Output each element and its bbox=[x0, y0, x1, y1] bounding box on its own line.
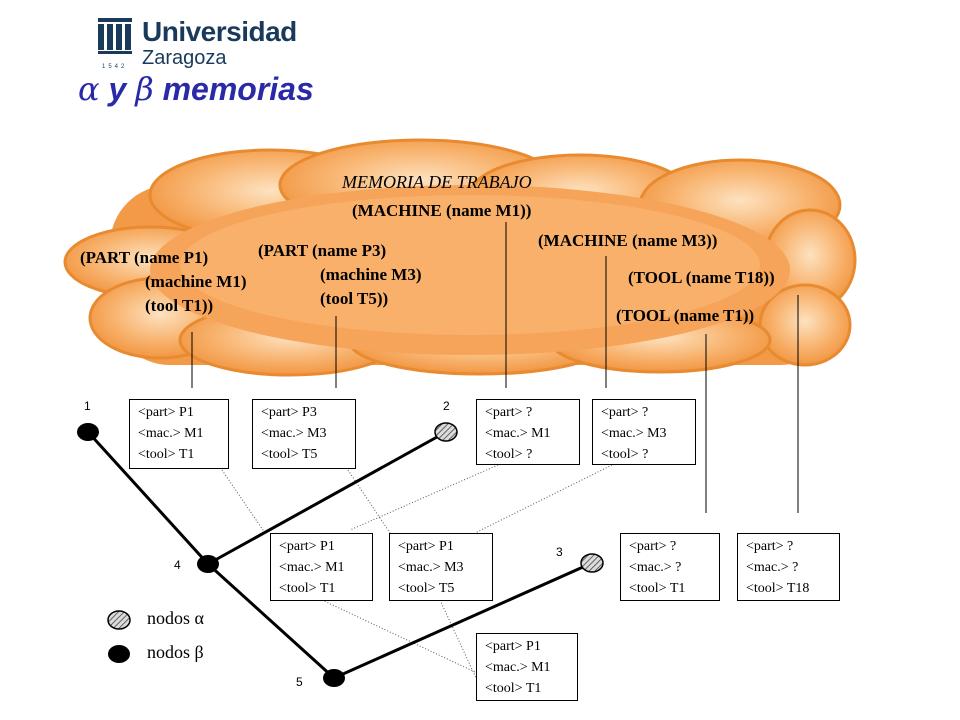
memory-box-mid-t18: <part> ? <mac.> ? <tool> T18 bbox=[737, 533, 840, 601]
box-line: <part> ? bbox=[746, 539, 794, 554]
box-line: <part> ? bbox=[601, 405, 649, 420]
box-line: <part> P1 bbox=[279, 539, 335, 554]
wme-part-p1-line2: (machine M1) bbox=[145, 272, 247, 291]
title-y: y bbox=[108, 71, 127, 107]
box-line: <tool> T1 bbox=[629, 581, 686, 596]
legend-beta-label: nodos β bbox=[147, 642, 204, 662]
box-line: <mac.> M1 bbox=[138, 426, 204, 441]
wme-part-p1-line1: (PART (name P1) bbox=[80, 248, 209, 267]
cloud-title: MEMORIA DE TRABAJO bbox=[342, 172, 532, 192]
logo-name: Universidad bbox=[142, 16, 297, 47]
title-beta: β bbox=[135, 70, 154, 108]
wme-part-p1-line3: (tool T1)) bbox=[145, 296, 214, 315]
box-line: <part> P1 bbox=[398, 539, 454, 554]
legend-beta-symbol bbox=[108, 645, 130, 663]
box-line: <part> P1 bbox=[485, 639, 541, 654]
wme-machine-m1: (MACHINE (name M1)) bbox=[352, 201, 532, 220]
memory-box-top-p1: <part> P1 <mac.> M1 <tool> T1 bbox=[129, 399, 229, 469]
alpha-node-2 bbox=[434, 422, 458, 442]
beta-node-1 bbox=[77, 423, 99, 441]
memory-box-mid-p1: <part> P1 <mac.> M1 <tool> T1 bbox=[270, 533, 373, 601]
box-line: <tool> T1 bbox=[485, 681, 542, 696]
legend-alpha-symbol bbox=[107, 610, 131, 630]
title-rest: memorias bbox=[162, 71, 314, 107]
box-line: <mac.> M3 bbox=[398, 560, 464, 575]
legend-alpha-label: nodos α bbox=[147, 608, 204, 628]
beta-node-4 bbox=[197, 555, 219, 573]
title-alpha: α bbox=[78, 70, 100, 108]
box-line: <tool> T1 bbox=[279, 581, 336, 596]
box-line: <mac.> M1 bbox=[279, 560, 345, 575]
box-line: <part> ? bbox=[485, 405, 533, 420]
node-number-2: 2 bbox=[443, 399, 450, 413]
node-number-3: 3 bbox=[556, 545, 563, 559]
box-line: <mac.> M3 bbox=[261, 426, 327, 441]
box-line: <tool> ? bbox=[485, 447, 533, 462]
memory-box-top-m3: <part> ? <mac.> M3 <tool> ? bbox=[592, 399, 696, 465]
wme-tool-t1: (TOOL (name T1)) bbox=[616, 306, 755, 325]
wme-part-p3-line2: (machine M3) bbox=[320, 265, 422, 284]
wme-machine-m3: (MACHINE (name M3)) bbox=[538, 231, 718, 250]
wme-tool-t18: (TOOL (name T18)) bbox=[628, 268, 775, 287]
box-line: <tool> T1 bbox=[138, 447, 195, 462]
box-line: <mac.> M3 bbox=[601, 426, 667, 441]
box-line: <part> P1 bbox=[138, 405, 194, 420]
logo-subname: Zaragoza bbox=[142, 47, 227, 69]
logo-year: 1542 bbox=[102, 64, 128, 70]
box-line: <tool> ? bbox=[601, 447, 649, 462]
beta-node-5 bbox=[323, 669, 345, 687]
slide-title: α y β memorias bbox=[78, 70, 314, 108]
box-line: <tool> T18 bbox=[746, 581, 810, 596]
box-line: <tool> T5 bbox=[261, 447, 318, 462]
box-line: <mac.> ? bbox=[629, 560, 682, 575]
memory-box-bot-p1: <part> P1 <mac.> M1 <tool> T1 bbox=[476, 633, 578, 701]
rete-links bbox=[86, 430, 593, 680]
box-line: <mac.> M1 bbox=[485, 660, 551, 675]
box-line: <tool> T5 bbox=[398, 581, 455, 596]
wme-part-p3-line1: (PART (name P3) bbox=[258, 241, 387, 260]
box-line: <part> ? bbox=[629, 539, 677, 554]
memory-box-top-p3: <part> P3 <mac.> M3 <tool> T5 bbox=[252, 399, 356, 469]
node-number-4: 4 bbox=[174, 558, 181, 572]
box-line: <mac.> ? bbox=[746, 560, 799, 575]
working-memory-cloud bbox=[63, 138, 857, 377]
alpha-node-3 bbox=[580, 553, 604, 573]
dotted-links bbox=[221, 464, 613, 681]
university-logo: Universidad Zaragoza 1542 bbox=[92, 14, 297, 74]
memory-box-top-m1: <part> ? <mac.> M1 <tool> ? bbox=[476, 399, 580, 465]
wme-part-p3-line3: (tool T5)) bbox=[320, 289, 389, 308]
box-line: <part> P3 bbox=[261, 405, 317, 420]
university-logo-emblem bbox=[98, 18, 132, 54]
box-line: <mac.> M1 bbox=[485, 426, 551, 441]
wme-connectors bbox=[191, 222, 799, 513]
memory-box-mid-p1-m3: <part> P1 <mac.> M3 <tool> T5 bbox=[389, 533, 493, 601]
memory-box-mid-t1: <part> ? <mac.> ? <tool> T1 bbox=[620, 533, 720, 601]
node-number-5: 5 bbox=[296, 675, 303, 689]
node-number-1: 1 bbox=[84, 399, 91, 413]
